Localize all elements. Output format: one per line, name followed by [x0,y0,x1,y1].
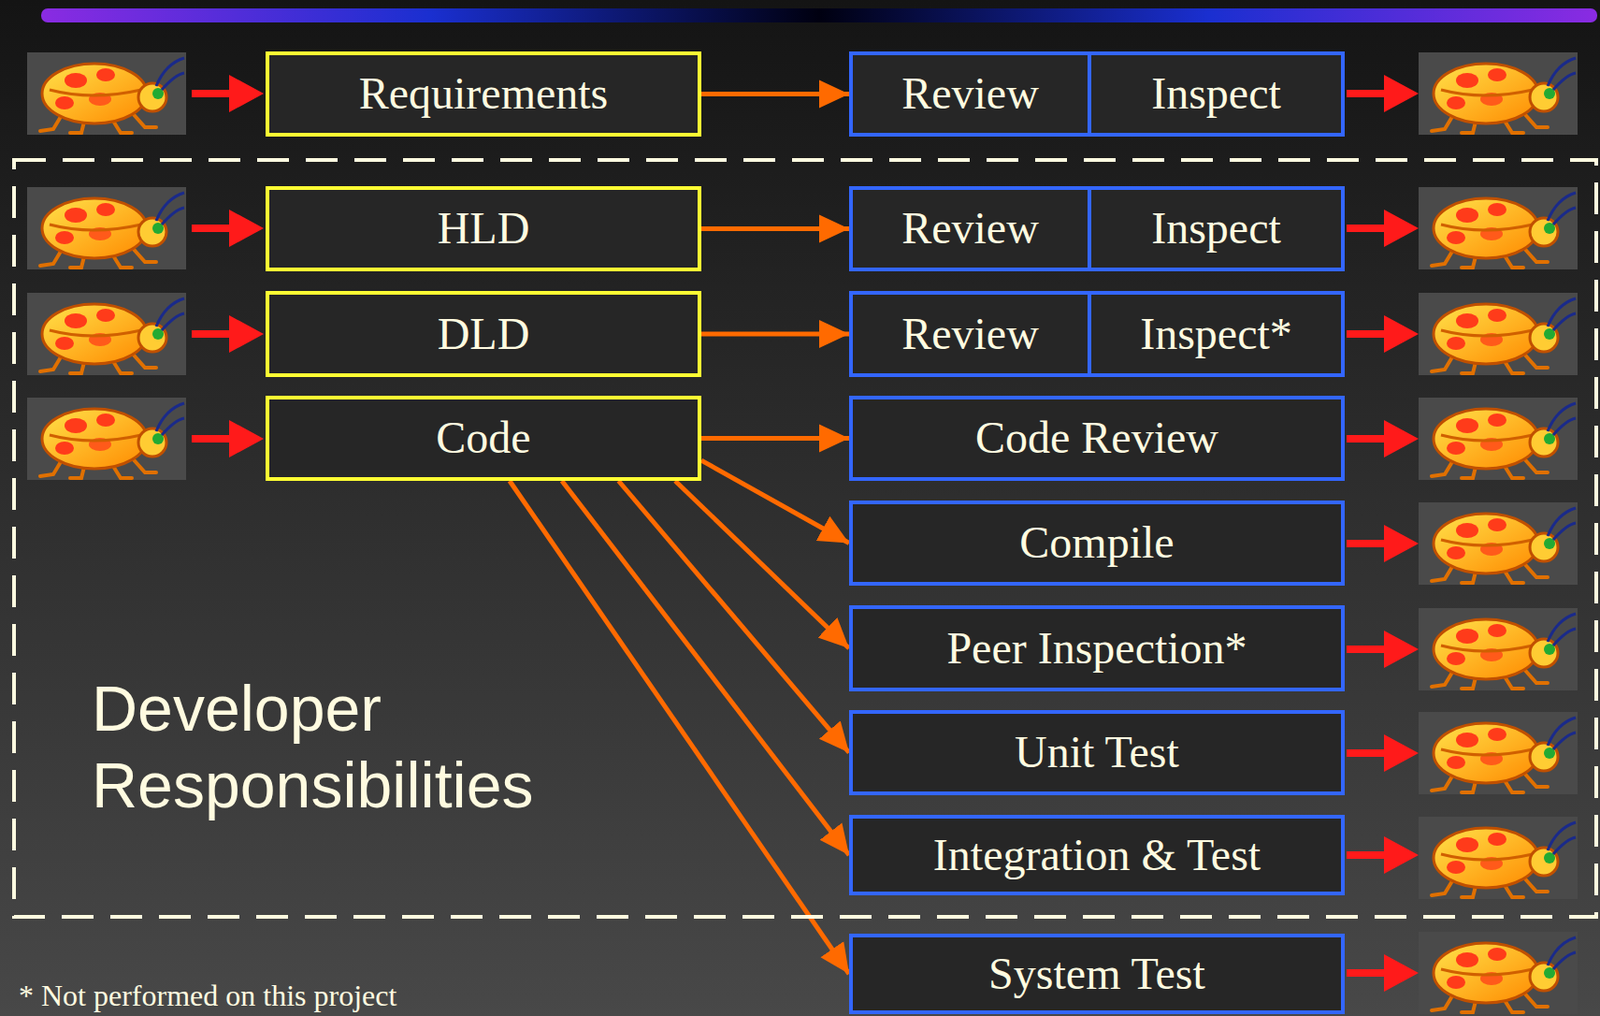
box-label: Code [435,413,531,463]
footnote: * Not performed on this project [18,978,397,1013]
flow-arrow [675,480,850,649]
check-box: Inspect [1087,51,1345,137]
box-label: Inspect [1151,203,1282,254]
check-box: Inspect [1087,186,1345,272]
responsibility-region: Developer ResponsibilitiesHLDReviewInspe… [12,158,1599,919]
check-box: Review [849,186,1092,272]
red-arrows [191,74,1419,992]
box-label: Code Review [975,413,1219,463]
box-label: Unit Test [1014,727,1180,778]
box-label: Review [901,309,1039,360]
box-label: Inspect* [1139,309,1293,360]
flow-arrow [701,226,850,231]
flow-arrow [701,435,850,441]
flow-arrow [701,331,850,337]
flow-arrow [618,480,850,753]
flow-arrow [562,480,850,855]
flow-arrow [701,460,850,543]
flow-arrow [509,480,850,974]
box-label: Integration & Test [933,830,1261,880]
box-label: Compile [1019,518,1174,568]
check-box: Code Review [849,395,1345,481]
work-product-box: HLD [265,186,702,272]
box-label: HLD [437,203,531,254]
bug-icons [27,52,1578,1014]
work-product-box: Requirements [265,51,702,137]
box-label: Inspect [1151,69,1282,119]
work-product-box: DLD [265,290,702,377]
box-label: System Test [988,949,1206,999]
title-bar [41,8,1598,23]
check-box: System Test [849,933,1345,1014]
box-label: Review [901,203,1039,254]
box-label: Review [901,69,1039,119]
check-box: Integration & Test [849,814,1345,895]
check-box: Inspect* [1087,290,1345,377]
box-label: Requirements [359,69,609,119]
check-box: Unit Test [849,709,1345,795]
box-label: DLD [437,309,531,360]
work-product-box: Code [265,395,702,481]
region-heading: Developer Responsibilities [91,670,691,823]
flow-arrow [701,91,850,97]
check-box: Peer Inspection* [849,605,1345,692]
check-box: Review [849,290,1092,377]
check-box: Review [849,51,1092,137]
box-label: Peer Inspection* [946,623,1247,674]
check-box: Compile [849,500,1345,586]
